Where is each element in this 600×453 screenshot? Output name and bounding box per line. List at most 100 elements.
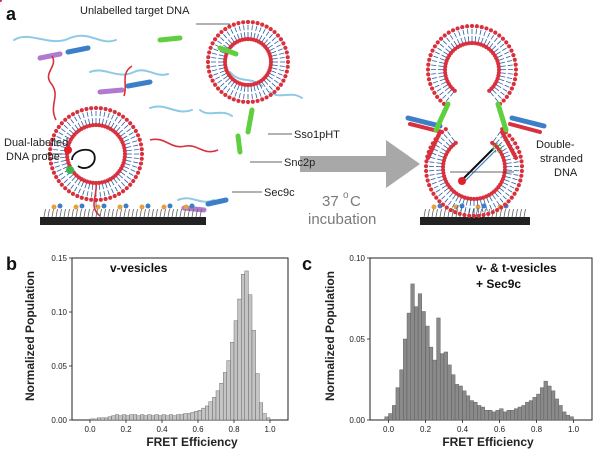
bar-b-30	[197, 410, 202, 421]
ylabel-b: Normalized Population	[23, 271, 37, 401]
bar-c-14	[436, 317, 441, 421]
panel-label-a: a	[6, 4, 17, 24]
bar-c-15	[440, 353, 445, 421]
ytick-label-c-1: 0.05	[349, 335, 365, 344]
bar-c-0	[384, 416, 389, 421]
bar-b-13	[136, 415, 141, 421]
bar-b-17	[150, 415, 155, 421]
ytick-label-b-1: 0.05	[51, 362, 67, 371]
bar-c-17	[447, 364, 452, 421]
bar-c-21	[462, 390, 467, 421]
bar-c-6	[406, 312, 411, 421]
bar-b-34	[212, 397, 217, 421]
label-ds-line1: Double-	[536, 139, 575, 151]
label-sso1pht: Sso1pHT	[294, 129, 340, 141]
bar-b-28	[190, 412, 195, 421]
bar-c-24	[473, 401, 478, 421]
xlabel-b: FRET Efficiency	[146, 435, 238, 449]
bar-b-6	[111, 415, 116, 421]
bar-c-20	[458, 385, 463, 421]
label-probe-line1: Dual-labelled	[4, 137, 68, 149]
dual-labelled-probe	[64, 146, 96, 174]
xtick-label-b-3: 0.6	[192, 425, 204, 434]
snare-complexes	[405, 101, 547, 160]
bar-b-3	[100, 417, 105, 421]
t-vesicle	[205, 19, 291, 105]
bar-c-46	[554, 398, 559, 421]
bar-b-7	[114, 414, 119, 421]
fused-vesicle	[0, 0, 525, 219]
bar-b-18	[154, 414, 159, 421]
bar-c-29	[491, 411, 497, 421]
ytick-label-b-2: 0.10	[51, 308, 67, 317]
ytick-label-b-3: 0.15	[51, 254, 67, 263]
xtick-label-c-1: 0.2	[420, 425, 432, 434]
label-target-dna: Unlabelled target DNA	[80, 5, 190, 17]
bar-c-49	[565, 414, 570, 421]
bar-c-45	[551, 390, 556, 421]
green-dye-icon-2	[492, 143, 502, 153]
bar-b-19	[158, 415, 163, 421]
bar-c-37	[521, 405, 526, 421]
green-dye-icon	[66, 166, 74, 174]
bar-b-33	[208, 401, 213, 421]
red-dye-icon-2	[458, 177, 466, 185]
label-snc2p: Snc2p	[284, 157, 315, 169]
bar-c-16	[443, 351, 448, 421]
double-stranded-dna	[458, 143, 502, 185]
bar-b-48	[262, 413, 267, 421]
bar-c-7	[410, 283, 415, 421]
bar-c-41	[536, 393, 541, 421]
bar-b-43	[244, 270, 249, 421]
bar-b-44	[248, 294, 253, 421]
xtick-label-c-3: 0.6	[494, 425, 506, 434]
xtick-label-c-5: 1.0	[568, 425, 580, 434]
legend-c-line2: + Sec9c	[476, 277, 521, 291]
xlabel-c: FRET Efficiency	[442, 435, 534, 449]
bar-c-27	[484, 410, 489, 421]
legend-b: v-vesicles	[110, 261, 168, 275]
label-incubation: incubation	[308, 211, 376, 228]
xtick-label-b-5: 1.0	[264, 425, 276, 434]
bar-b-1	[93, 418, 98, 421]
bar-b-4	[104, 417, 109, 421]
bar-c-2	[392, 405, 397, 421]
bar-b-23	[172, 415, 177, 421]
bar-c-34	[510, 410, 515, 421]
bar-b-21	[165, 415, 170, 421]
bar-c-22	[466, 395, 471, 421]
bar-b-10	[125, 415, 130, 421]
bar-b-40	[233, 320, 238, 421]
bar-c-42	[540, 387, 545, 421]
bar-c-48	[562, 411, 567, 421]
bar-c-30	[495, 410, 500, 421]
xtick-label-b-1: 0.2	[120, 425, 132, 434]
xtick-label-c-4: 0.8	[531, 425, 543, 434]
bar-c-25	[477, 405, 482, 421]
bar-b-0	[89, 418, 94, 421]
bar-b-15	[143, 415, 148, 421]
label-probe-line2: DNA probe	[6, 151, 60, 163]
bar-b-29	[194, 411, 199, 421]
bar-c-47	[558, 405, 563, 421]
bar-c-36	[517, 406, 522, 421]
bar-c-28	[488, 410, 493, 421]
bar-b-31	[201, 407, 206, 421]
bar-c-3	[395, 387, 400, 421]
bar-c-4	[399, 369, 404, 421]
bar-b-5	[107, 416, 112, 421]
bar-c-44	[547, 385, 552, 421]
bar-c-50	[569, 416, 574, 421]
bar-c-19	[454, 384, 460, 421]
bar-c-5	[403, 338, 408, 421]
ytick-label-c-0: 0.00	[349, 416, 365, 425]
bar-b-24	[176, 414, 181, 421]
panel-label-c: c	[302, 254, 312, 274]
temp-degree: o	[343, 190, 349, 201]
bar-b-8	[118, 415, 123, 421]
leader-lines	[46, 23, 514, 193]
